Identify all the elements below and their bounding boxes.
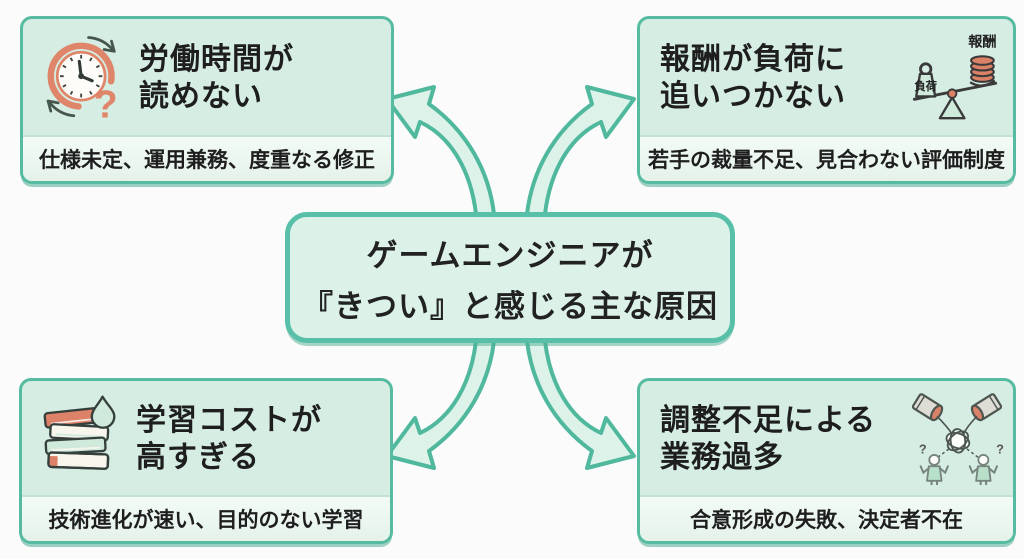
title-line-1: 労働時間が (139, 42, 294, 76)
title-line-1: 報酬が負荷に (660, 42, 846, 76)
book-stack-icon (36, 393, 126, 485)
center-title-line-1: ゲームエンジニアが (366, 237, 654, 273)
question-mark-left: ? (919, 442, 927, 457)
cause-card-learning-cost: 学習コストが 高すぎる 技術進化が速い、目的のない学習 (19, 378, 393, 544)
cause-title: 調整不足による 業務過多 (660, 402, 876, 476)
question-mark-glyph: ? (94, 84, 118, 124)
center-main-cause-box: ゲームエンジニアが 『きつい』と感じる主な原因 (285, 212, 735, 343)
unpredictable-hours-clock-icon: ? (37, 32, 129, 124)
cause-card-coordination: 調整不足による 業務過多 (637, 378, 1016, 544)
title-line-1: 調整不足による (660, 403, 877, 437)
cause-title: 労働時間が 読めない (139, 41, 294, 115)
unbalanced-scale-icon: 報酬 負荷 (903, 31, 1007, 126)
title-line-2: 業務過多 (660, 441, 784, 474)
cause-title: 学習コストが 高すぎる (136, 402, 322, 476)
reward-label: 報酬 (968, 33, 996, 50)
arrow-center-to-top-left (385, 85, 496, 216)
card-main: ? 労働時間が 読めない (23, 19, 391, 135)
title-line-2: 高すぎる (136, 441, 260, 474)
arrow-center-to-bottom-right (525, 339, 636, 470)
load-label: 負荷 (914, 78, 937, 92)
card-main: 調整不足による 業務過多 (640, 381, 1013, 495)
tangled-communication-icon: ? ? (907, 393, 1007, 485)
cause-card-working-hours: ? 労働時間が 読めない 仕様未定、運用兼務、度重なる修正 (20, 16, 394, 184)
title-line-2: 読めない (139, 80, 263, 113)
question-mark-right: ? (996, 442, 1004, 457)
cause-subtitle: 技術進化が速い、目的のない学習 (22, 495, 390, 541)
cause-card-reward: 報酬が負荷に 追いつかない 報酬 負荷 (637, 16, 1016, 184)
center-title-line-2: 『きつい』と感じる主な原因 (302, 288, 718, 324)
title-line-2: 追いつかない (660, 80, 846, 113)
title-line-1: 学習コストが (136, 403, 322, 437)
card-main: 報酬が負荷に 追いつかない 報酬 負荷 (640, 19, 1013, 135)
cause-subtitle: 合意形成の失敗、決定者不在 (640, 495, 1013, 541)
card-main: 学習コストが 高すぎる (22, 381, 390, 495)
arrow-center-to-top-right (525, 85, 636, 216)
arrow-center-to-bottom-left (385, 339, 496, 470)
cause-title: 報酬が負荷に 追いつかない (660, 41, 846, 115)
cause-subtitle: 仕様未定、運用兼務、度重なる修正 (23, 135, 391, 181)
cause-subtitle: 若手の裁量不足、見合わない評価制度 (640, 135, 1013, 181)
